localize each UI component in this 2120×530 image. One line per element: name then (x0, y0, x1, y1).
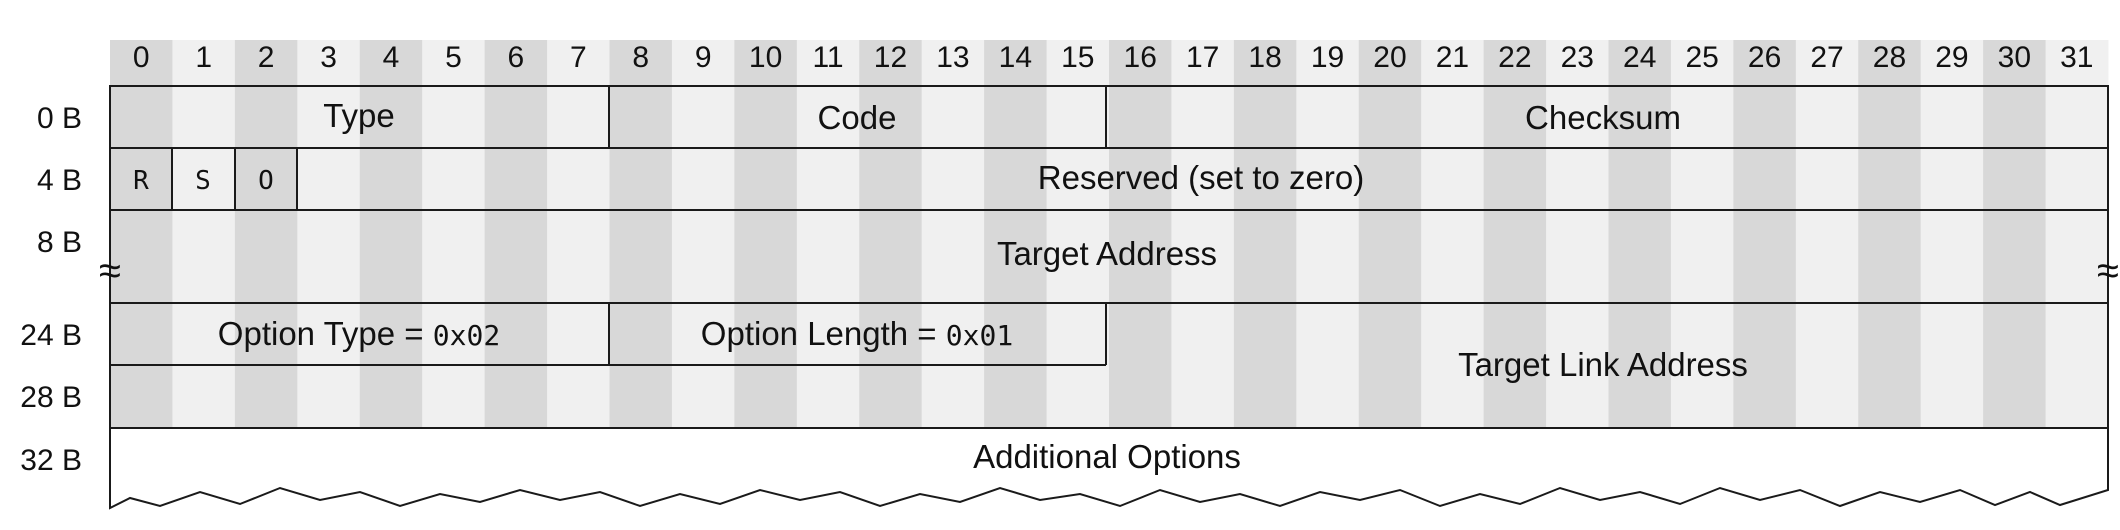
bit-column-17 (1171, 40, 1235, 428)
bit-number-1: 1 (195, 41, 212, 74)
bit-column-30 (1983, 40, 2047, 428)
bit-column-stripes (110, 40, 2109, 428)
bit-column-7 (547, 40, 610, 428)
bit-number-12: 12 (874, 41, 907, 74)
bit-number-9: 9 (695, 41, 712, 74)
bit-column-9 (671, 40, 735, 428)
bit-number-16: 16 (1124, 41, 1157, 74)
bit-column-10 (734, 40, 798, 428)
offset-24b: 24 B (20, 319, 82, 352)
offset-4b: 4 B (37, 164, 82, 197)
bit-number-23: 23 (1561, 41, 1594, 74)
field-type: Type (323, 97, 395, 134)
bit-column-27 (1795, 40, 1859, 428)
bit-number-8: 8 (632, 41, 649, 74)
bit-column-0 (110, 40, 173, 428)
bit-number-14: 14 (999, 41, 1032, 74)
bit-number-27: 27 (1810, 41, 1843, 74)
offset-0b: 0 B (37, 102, 82, 135)
bit-column-26 (1733, 40, 1797, 428)
break-marker-right: ≈ (2097, 249, 2119, 293)
bit-number-6: 6 (508, 41, 525, 74)
field-target-link-address: Target Link Address (1458, 346, 1748, 383)
additional-options-area (109, 427, 2109, 510)
offset-32b: 32 B (20, 444, 82, 477)
bit-number-30: 30 (1998, 41, 2031, 74)
bit-number-19: 19 (1311, 41, 1344, 74)
offset-28b: 28 B (20, 381, 82, 414)
bit-number-15: 15 (1061, 41, 1094, 74)
bit-column-23 (1546, 40, 1609, 428)
flag-s: S (195, 166, 211, 196)
flag-o: O (258, 166, 274, 196)
bit-number-4: 4 (383, 41, 400, 74)
bit-column-6 (484, 40, 548, 428)
bit-column-11 (796, 40, 860, 428)
bit-number-31: 31 (2060, 41, 2093, 74)
bit-number-0: 0 (133, 41, 150, 74)
bit-column-20 (1358, 40, 1422, 428)
field-reserved: Reserved (set to zero) (1038, 159, 1364, 196)
break-marker-left: ≈ (99, 249, 121, 293)
bit-column-25 (1670, 40, 1734, 428)
bit-column-1 (172, 40, 236, 428)
bit-column-21 (1421, 40, 1485, 428)
bit-column-24 (1608, 40, 1672, 428)
bit-number-13: 13 (936, 41, 969, 74)
bit-column-31 (2045, 40, 2109, 428)
field-target-address: Target Address (997, 235, 1217, 272)
flag-r: R (133, 166, 149, 196)
bit-column-16 (1109, 40, 1172, 428)
bit-number-21: 21 (1436, 41, 1469, 74)
bit-number-7: 7 (570, 41, 587, 74)
bit-number-5: 5 (445, 41, 462, 74)
bit-number-20: 20 (1373, 41, 1406, 74)
bit-number-11: 11 (812, 41, 843, 74)
bit-column-22 (1483, 40, 1547, 428)
bit-number-3: 3 (320, 41, 337, 74)
bit-column-8 (609, 40, 673, 428)
field-additional-options: Additional Options (973, 438, 1241, 475)
bit-column-28 (1858, 40, 1922, 428)
bit-number-17: 17 (1186, 41, 1219, 74)
bit-column-14 (984, 40, 1048, 428)
bit-column-29 (1920, 40, 1984, 428)
bit-number-28: 28 (1873, 41, 1906, 74)
bit-number-10: 10 (749, 41, 782, 74)
bit-column-3 (297, 40, 361, 428)
bit-number-24: 24 (1623, 41, 1656, 74)
bit-column-13 (921, 40, 985, 428)
field-option-length: Option Length = 0x01 (701, 315, 1013, 352)
bit-number-26: 26 (1748, 41, 1781, 74)
bit-column-4 (359, 40, 423, 428)
bit-number-29: 29 (1935, 41, 1968, 74)
bit-number-18: 18 (1248, 41, 1281, 74)
bit-column-18 (1233, 40, 1297, 428)
bit-column-5 (422, 40, 486, 428)
option-length-value: 0x01 (946, 319, 1013, 352)
field-code: Code (818, 99, 897, 136)
option-type-value: 0x02 (433, 319, 500, 352)
bit-number-25: 25 (1685, 41, 1718, 74)
option-length-label: Option Length = (701, 315, 946, 352)
bit-column-15 (1046, 40, 1110, 428)
option-type-label: Option Type = (218, 315, 433, 352)
field-checksum: Checksum (1525, 99, 1681, 136)
offset-8b: 8 B (37, 226, 82, 259)
bit-number-2: 2 (258, 41, 275, 74)
bit-column-19 (1296, 40, 1360, 428)
field-option-type: Option Type = 0x02 (218, 315, 500, 352)
bit-number-22: 22 (1498, 41, 1531, 74)
bit-column-12 (859, 40, 923, 428)
bit-column-2 (234, 40, 298, 428)
